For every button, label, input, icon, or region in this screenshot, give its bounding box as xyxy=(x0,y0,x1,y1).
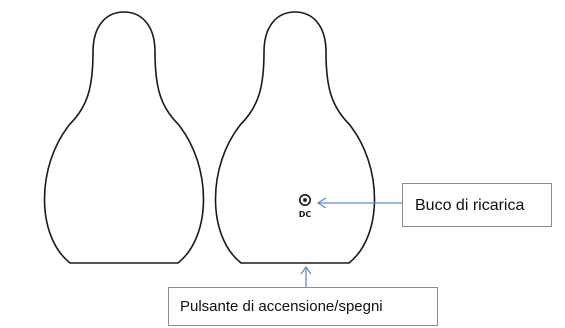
dc-power-jack-icon: DC xyxy=(299,194,312,219)
charging-port-callout: Buco di ricarica xyxy=(402,183,552,227)
device-back-outline xyxy=(214,11,376,264)
power-button-callout: Pulsante di accensione/spegni xyxy=(168,287,438,326)
dc-port-label: DC xyxy=(299,210,312,219)
power-button-arrow xyxy=(300,265,312,287)
charging-port-arrow xyxy=(316,197,402,209)
device-front-outline xyxy=(43,11,205,264)
